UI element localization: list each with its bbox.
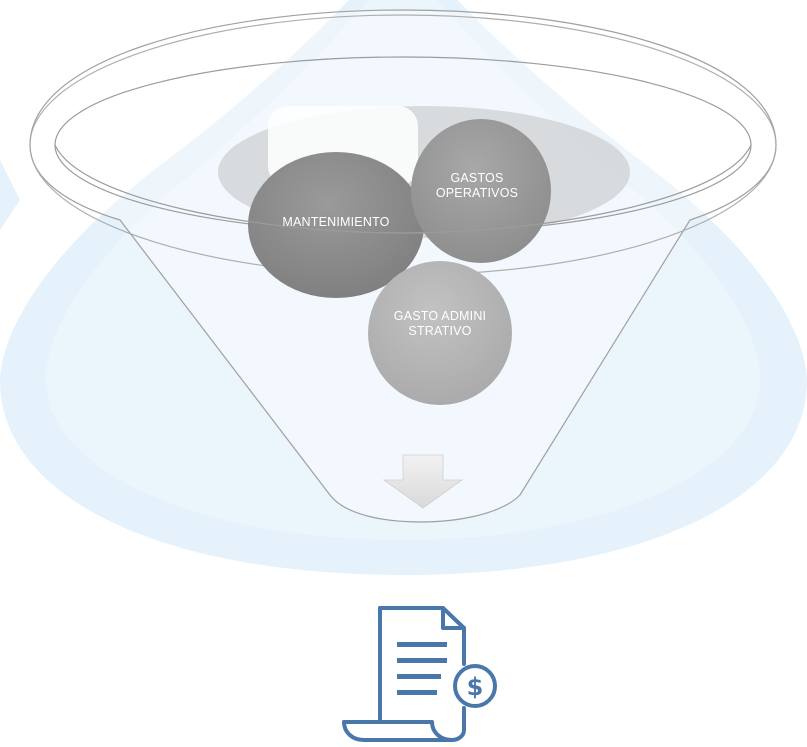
label-gastos-operativos: GASTOS OPERATIVOS [435, 171, 519, 200]
ball-mantenimiento [248, 152, 424, 298]
down-arrow-icon [382, 454, 464, 509]
invoice-dollar-icon: $ [342, 606, 497, 742]
svg-text:$: $ [467, 673, 484, 701]
background-drop-left-edge [0, 160, 20, 230]
label-mantenimiento: MANTENIMIENTO [282, 215, 390, 229]
ball-gasto-administrativo [368, 261, 512, 405]
label-gasto-administrativo: GASTO ADMINISTRATIVO [393, 309, 487, 338]
funnel-rim-front [54, 144, 752, 234]
